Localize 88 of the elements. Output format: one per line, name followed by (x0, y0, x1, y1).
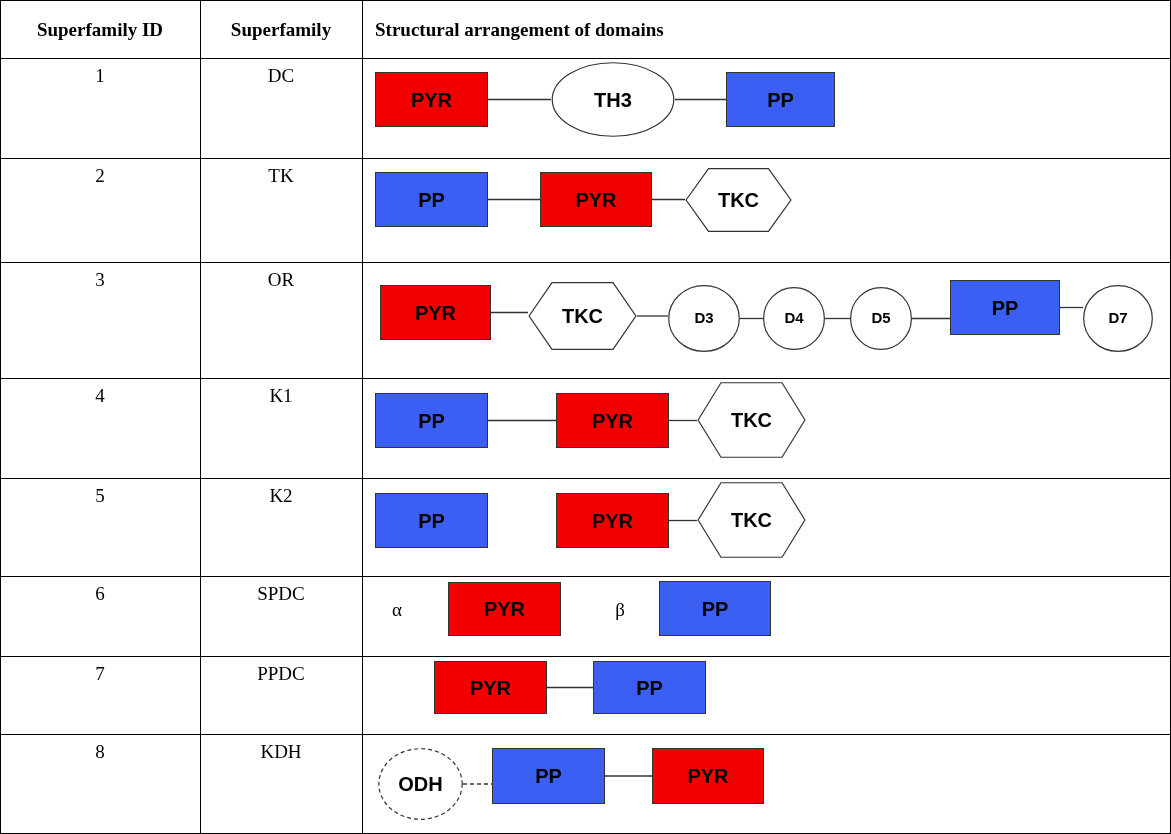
table-cell-text: TK (267, 164, 295, 188)
domain-label: TH3 (594, 87, 632, 113)
table-cell-text: KDH (259, 740, 303, 764)
domain-label: PYR (469, 675, 512, 701)
domain-circle (850, 287, 912, 350)
domain-label: PYR (410, 87, 453, 113)
domain-label: TKC (730, 408, 773, 433)
domain-label: TKC (730, 508, 773, 533)
domain-hexagon (528, 282, 637, 350)
connector-line (546, 686, 594, 689)
domain-box (375, 72, 488, 127)
column-header: Superfamily (229, 18, 333, 42)
domain-box (726, 72, 835, 127)
domain-label: PYR (687, 764, 729, 789)
connector-line (487, 419, 557, 422)
domain-box (593, 661, 706, 714)
connector-line (636, 315, 669, 317)
table-cell-text: 3 (94, 268, 106, 292)
domain-hexagon (685, 168, 792, 232)
table-cell-text: OR (266, 268, 296, 292)
table-cell-text: SPDC (256, 582, 306, 606)
connector-line (487, 198, 541, 201)
connector-line (824, 317, 851, 320)
domain-circle (668, 285, 740, 352)
domain-box (659, 581, 771, 636)
domain-label: TKC (561, 304, 604, 329)
domain-label: PP (418, 508, 445, 534)
domain-label: PP (418, 187, 445, 213)
connector-line (911, 317, 951, 320)
column-header: Superfamily ID (35, 18, 165, 42)
connector-line (1059, 306, 1084, 309)
table-cell-text: K1 (268, 384, 294, 408)
connector-line (668, 519, 698, 522)
table-cell-text: 6 (94, 582, 106, 606)
connector-line (604, 775, 653, 777)
domain-label: D3 (694, 308, 714, 329)
connector-line (739, 317, 764, 320)
connector-line (651, 198, 686, 201)
table-cell-text: PPDC (256, 662, 306, 686)
domain-label: PYR (591, 408, 634, 434)
connector-line (674, 98, 727, 101)
domain-label: PP (535, 764, 562, 789)
table-cell-text: K2 (268, 484, 294, 508)
domain-box (492, 748, 605, 804)
table-cell-text: α (391, 598, 403, 622)
domain-box (540, 172, 652, 227)
domain-box (448, 582, 561, 636)
table-cell-text: 4 (94, 384, 106, 408)
domain-label: PP (636, 675, 663, 701)
connector-line (487, 98, 552, 101)
domain-label: PYR (591, 508, 634, 534)
domain-label: PYR (414, 300, 457, 326)
domain-box (556, 393, 669, 448)
table-cell-text: 2 (94, 164, 106, 188)
domain-label: D5 (871, 308, 891, 329)
connector-line (668, 419, 698, 422)
domain-box (375, 393, 488, 448)
table-cell-text: 5 (94, 484, 106, 508)
domain-circle (1083, 285, 1153, 352)
column-header: Structural arrangement of domains (375, 18, 665, 42)
domain-label: ODH (398, 772, 443, 797)
domain-label: PP (418, 408, 445, 434)
table-cell-text: 7 (94, 662, 106, 686)
domain-circle (763, 287, 825, 350)
table-cell-text: 1 (94, 64, 106, 88)
table-cell-text: β (614, 598, 626, 622)
domain-label: PP (767, 87, 794, 113)
domain-label: PP (701, 596, 729, 622)
table-cell-text: DC (266, 64, 296, 88)
domain-label: PP (991, 295, 1019, 321)
domain-box (950, 280, 1060, 335)
domain-box (380, 285, 491, 340)
domain-box (652, 748, 764, 804)
domain-circle (378, 748, 463, 820)
domain-label: PYR (575, 187, 617, 213)
domain-box (375, 172, 488, 227)
domain-label: D7 (1108, 308, 1128, 329)
domain-label: D4 (784, 308, 804, 329)
domain-box (434, 661, 547, 714)
domain-label: TKC (717, 188, 760, 213)
connector-line (490, 311, 529, 314)
domain-hexagon (697, 382, 806, 458)
table-cell-text: 8 (94, 740, 106, 764)
domain-label: PYR (483, 597, 526, 622)
domain-box (556, 493, 669, 548)
domain-hexagon (697, 482, 806, 558)
domain-circle (551, 62, 675, 137)
domain-box (375, 493, 488, 548)
